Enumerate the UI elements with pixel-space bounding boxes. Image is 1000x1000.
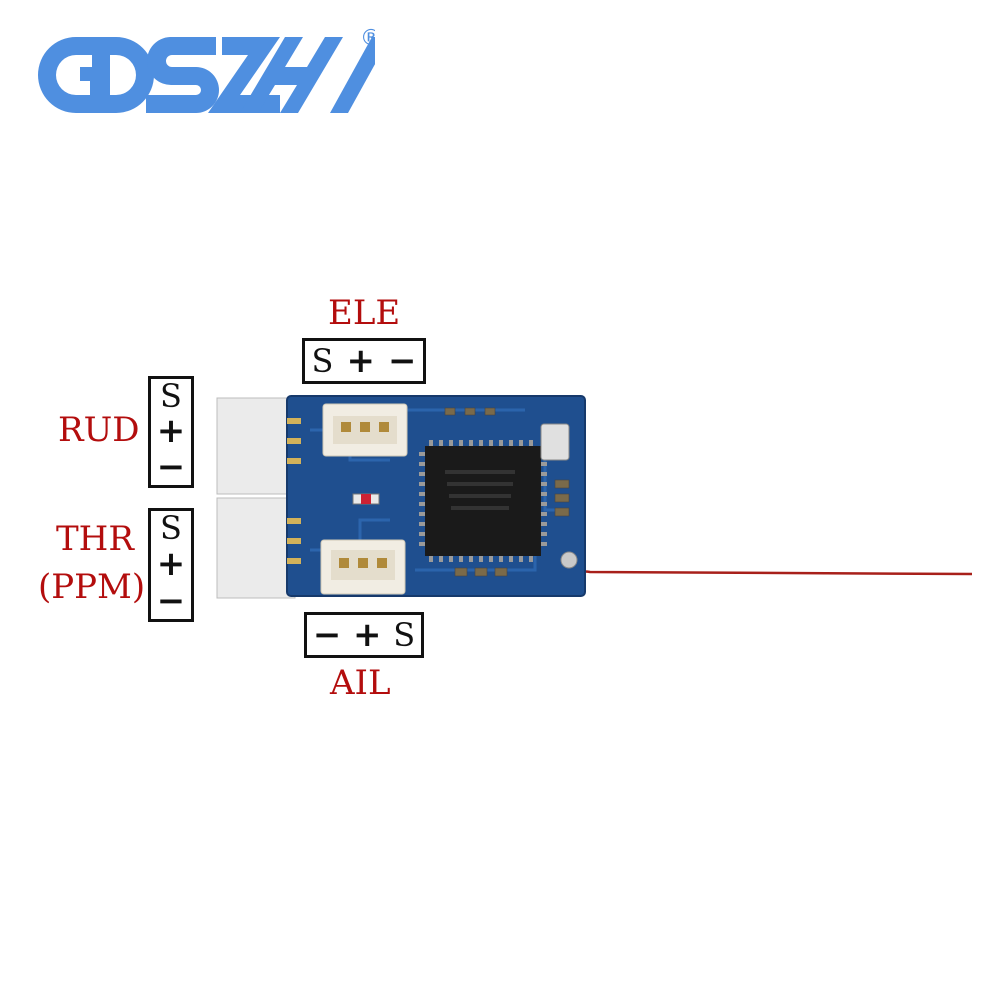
- pin-rud-minus: −: [156, 447, 186, 487]
- receiver-board: [216, 395, 586, 599]
- pin-thr-s: S: [160, 509, 182, 548]
- label-thr: THR: [56, 519, 134, 559]
- registered-mark: ®: [360, 26, 375, 51]
- pin-thr-plus: +: [156, 543, 186, 584]
- pin-ail-plus: +: [353, 615, 382, 655]
- pin-ele-plus: +: [346, 341, 375, 381]
- pin-ail-minus: −: [312, 615, 342, 655]
- label-ele: ELE: [328, 293, 401, 333]
- brand-logo: ®: [38, 26, 375, 113]
- pin-ele-s: S: [311, 342, 334, 380]
- label-ail: AIL: [330, 663, 391, 703]
- pinbox-ele: S + −: [302, 338, 426, 384]
- main-chip: [419, 440, 547, 562]
- pin-ail-s: S: [393, 616, 416, 654]
- crystal: [540, 423, 570, 461]
- pin-ele-minus: −: [387, 341, 417, 381]
- pin-thr-minus: −: [156, 580, 186, 621]
- pinbox-rud: S + −: [148, 376, 194, 488]
- pin-rud-s: S: [160, 377, 182, 415]
- pin-rud-plus: +: [156, 411, 186, 451]
- pinbox-thr: S + −: [148, 508, 194, 622]
- antenna-wire: [569, 570, 973, 578]
- thr-connector: [216, 497, 296, 599]
- label-ppm: (PPM): [38, 567, 146, 607]
- antenna-pad: [560, 551, 578, 569]
- label-rud: RUD: [58, 410, 140, 450]
- rud-connector: [216, 397, 296, 495]
- pinbox-ail: − + S: [304, 612, 424, 658]
